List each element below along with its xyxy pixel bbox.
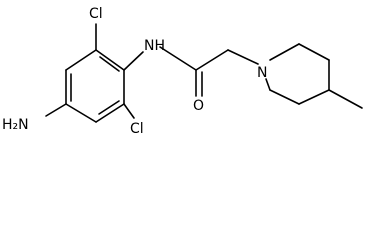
chemical-structure-diagram: H₂N Cl Cl NH O N: [2, 6, 363, 137]
piperidine-nitrogen-label: N: [257, 65, 267, 81]
pip-bond-c2-c3: [298, 43, 330, 61]
amine-label: H₂N: [2, 117, 29, 133]
chlorine-top-label: Cl: [89, 6, 103, 22]
bond-ring-to-nh: [123, 51, 144, 71]
bond-ch2-to-ring-n: [227, 49, 259, 65]
pip-bond-c4-c5: [298, 89, 330, 105]
pip-bond-n-c2: [269, 43, 300, 61]
ring-double-bond-inner-3: [98, 100, 120, 115]
pip-bond-c6-n: [265, 78, 271, 91]
bond-c4-to-methyl: [328, 89, 363, 109]
bond-carbonyl-to-ch2: [195, 49, 229, 71]
ring-bond-c1-c2: [95, 49, 125, 71]
bond-ring-to-cl-bottom: [123, 103, 135, 119]
ring-double-bond-inner-1: [99, 56, 120, 72]
amide-nh-label: NH: [144, 38, 165, 54]
bond-nh-to-carbonyl: [159, 46, 197, 71]
ring-bond-c3-c4: [95, 103, 125, 123]
piperidine-ring: [265, 43, 330, 105]
carbonyl-oxygen-label: O: [193, 98, 204, 114]
bond-ring-to-amine: [45, 103, 67, 117]
chlorine-bottom-label: Cl: [130, 121, 144, 137]
ring-bond-c4-c5: [65, 103, 97, 123]
pip-bond-c5-c6: [269, 89, 300, 105]
ring-bond-c6-c1: [65, 49, 97, 71]
benzene-ring: [65, 49, 125, 123]
